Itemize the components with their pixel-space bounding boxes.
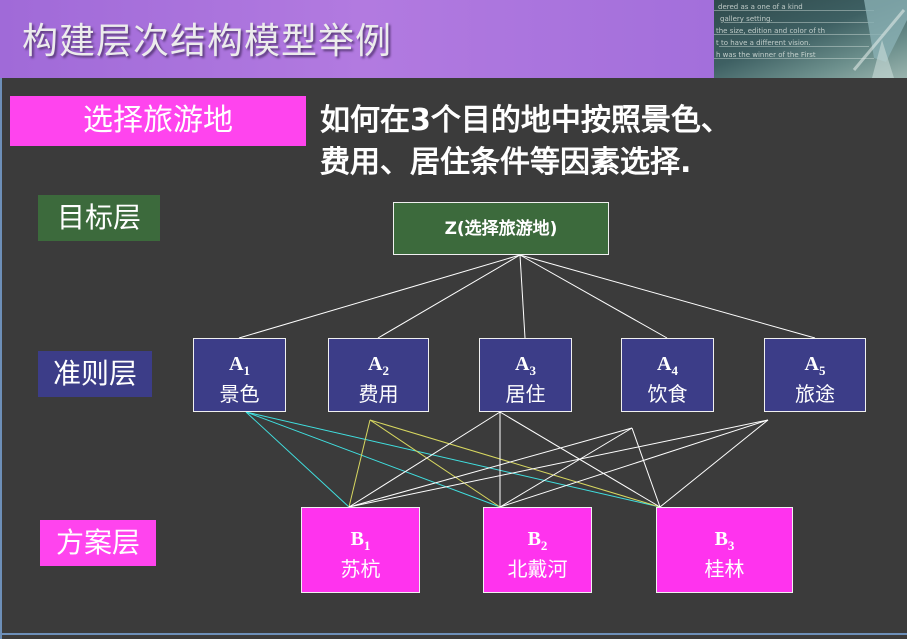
link-a2-b3 <box>369 419 661 508</box>
question-line-2: 费用、居住条件等因素选择. <box>320 145 692 180</box>
topic-label: 选择旅游地 <box>83 103 233 138</box>
question-text: 如何在3个目的地中按照景色、 费用、居住条件等因素选择. <box>320 100 820 184</box>
link-a4-b2 <box>499 427 633 508</box>
alternative-name: 北戴河 <box>507 557 568 581</box>
criterion-name: 景色 <box>219 382 260 406</box>
link-a3-b1 <box>348 411 501 508</box>
link-z-a3 <box>519 254 526 339</box>
left-rule <box>0 78 2 639</box>
link-a4-b3 <box>631 427 661 508</box>
criterion-code: A5 <box>804 353 826 378</box>
link-a1-b3 <box>245 411 661 508</box>
level-label-criteria: 准则层 <box>38 351 152 397</box>
criterion-code: A2 <box>368 353 389 378</box>
criterion-code: A3 <box>515 353 536 378</box>
criterion-code: A4 <box>657 353 678 378</box>
topic-box: 选择旅游地 <box>10 96 306 146</box>
level-label-goal: 目标层 <box>38 195 160 241</box>
alternative-node-b2: B2 北戴河 <box>483 507 592 593</box>
link-z-a4 <box>519 254 668 339</box>
question-line-1: 如何在3个目的地中按照景色、 <box>320 103 731 138</box>
alternative-code: B1 <box>350 528 371 553</box>
bottom-rule <box>0 633 907 635</box>
link-z-a2 <box>377 254 521 339</box>
link-a1-b2 <box>245 411 501 508</box>
link-a5-b1 <box>348 419 769 508</box>
alternative-name: 苏杭 <box>340 557 381 581</box>
criterion-node-a1: A1 景色 <box>193 338 286 412</box>
goal-node-text: Z(选择旅游地) <box>444 219 558 239</box>
link-a4-b1 <box>348 427 633 508</box>
link-z-a5 <box>519 254 816 339</box>
criterion-node-a4: A4 饮食 <box>621 338 714 412</box>
alternative-node-b3: B3 桂林 <box>656 507 793 593</box>
header-decorative-photo: dered as a one of a kind gallery setting… <box>714 0 907 78</box>
criterion-node-a3: A3 居住 <box>479 338 572 412</box>
alternative-code: B2 <box>527 528 548 553</box>
criterion-name: 费用 <box>358 382 399 406</box>
criterion-name: 旅途 <box>795 382 835 406</box>
header-band: 构建层次结构模型举例 dered as a one of a kind gall… <box>0 0 907 78</box>
criterion-name: 饮食 <box>647 382 688 406</box>
link-a5-b2 <box>499 419 769 508</box>
alternative-code: B3 <box>714 528 735 553</box>
criterion-name: 居住 <box>505 382 546 406</box>
link-a2-b2 <box>369 419 501 508</box>
alternative-name: 桂林 <box>704 557 745 581</box>
goal-node: Z(选择旅游地) <box>393 202 609 255</box>
slide-title: 构建层次结构模型举例 <box>22 21 393 62</box>
link-z-a1 <box>238 254 521 339</box>
criterion-code: A1 <box>229 353 250 378</box>
level-label-scheme: 方案层 <box>40 520 156 566</box>
link-a2-b1 <box>348 419 371 508</box>
criterion-node-a2: A2 费用 <box>328 338 429 412</box>
link-a5-b3 <box>659 419 769 508</box>
link-a1-b1 <box>245 411 350 508</box>
criterion-node-a5: A5 旅途 <box>764 338 866 412</box>
alternative-node-b1: B1 苏杭 <box>301 507 420 593</box>
